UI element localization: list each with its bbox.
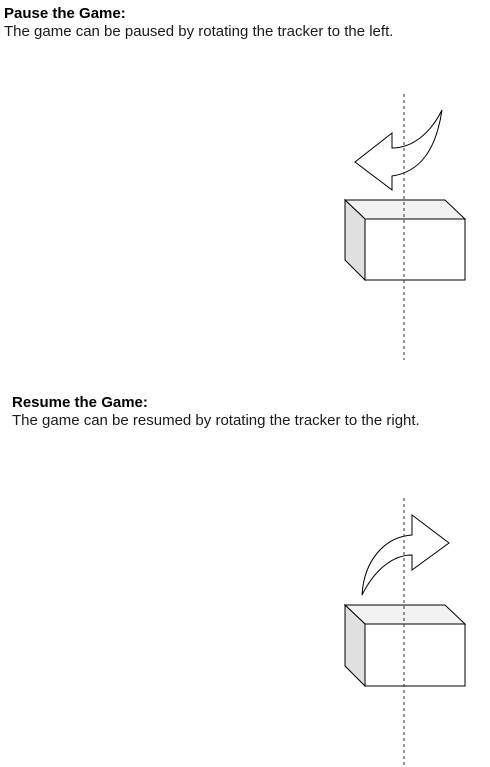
rotate-left-arrow-icon (354, 109, 443, 192)
pause-description: The game can be paused by rotating the t… (4, 23, 394, 40)
resume-title: Resume the Game: (12, 394, 148, 411)
tracker-box-top (343, 604, 467, 625)
tracker-box-front (364, 623, 466, 687)
resume-diagram-svg (343, 498, 467, 765)
tracker-box-front (364, 218, 466, 281)
pause-title: Pause the Game: (4, 5, 126, 22)
pause-diagram (0, 90, 490, 365)
pause-section-text: Pause the Game: The game can be paused b… (4, 5, 393, 41)
resume-description: The game can be resumed by rotating the … (12, 412, 420, 429)
rotate-right-arrow-icon (361, 513, 450, 596)
resume-diagram (0, 495, 490, 767)
resume-section-text: Resume the Game: The game can be resumed… (12, 394, 420, 430)
tracker-box-top (343, 199, 467, 220)
pause-diagram-svg (343, 94, 467, 360)
